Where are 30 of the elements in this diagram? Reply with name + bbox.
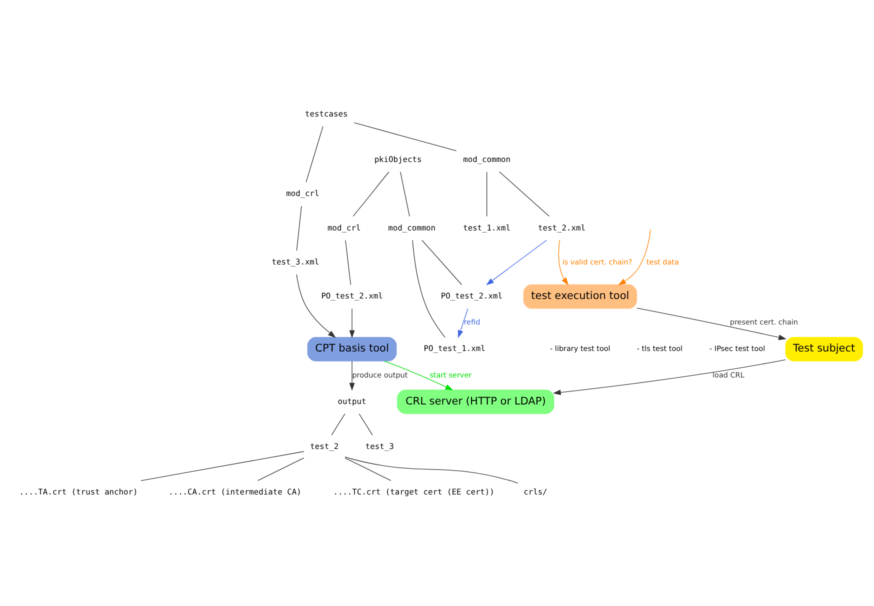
arrow [458, 308, 468, 338]
connector [358, 412, 373, 435]
arrow [558, 239, 569, 285]
arrow [384, 360, 454, 390]
connector [412, 239, 446, 338]
connector [344, 456, 518, 484]
node-box: test execution tool [523, 284, 638, 308]
connector [499, 170, 550, 216]
connector [422, 239, 462, 285]
node-box: CPT basis tool [307, 336, 397, 361]
connector [486, 171, 488, 216]
connector [352, 171, 390, 216]
connector [354, 122, 457, 151]
node-box: CRL server (HTTP or LDAP) [397, 389, 554, 414]
arrow [552, 358, 786, 395]
arrow [636, 307, 786, 340]
connector [140, 450, 304, 481]
node-box: Test subject [785, 336, 863, 361]
connector [296, 205, 302, 250]
arrow [296, 274, 336, 338]
arrow [618, 228, 651, 285]
connector [331, 412, 346, 435]
arrow [486, 239, 548, 285]
connector [258, 457, 304, 480]
connector [345, 239, 352, 285]
connector [344, 457, 392, 480]
connector [306, 126, 324, 182]
arrow [349, 360, 355, 390]
connector [400, 171, 410, 216]
arrow [349, 308, 355, 338]
